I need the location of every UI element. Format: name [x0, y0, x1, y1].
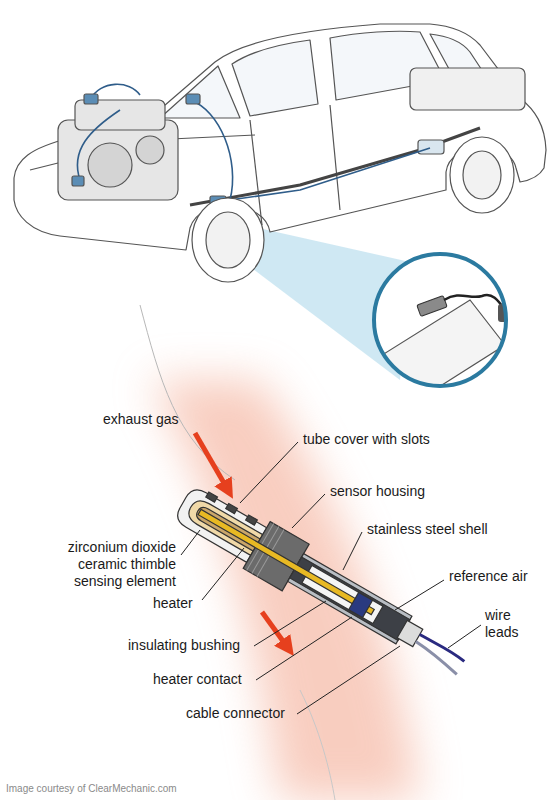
oxygen-sensor-cutaway [170, 479, 477, 687]
part-label: heater [153, 595, 193, 612]
watermark: Image courtesy of ClearMechanic.com [6, 782, 177, 795]
part-label: stainless steel shell [367, 521, 488, 538]
pipe-outline [140, 305, 235, 480]
magnifier-ring [374, 254, 506, 386]
part-label: heater contact [153, 671, 242, 688]
flow-arrow [195, 433, 228, 490]
part-label: sensor housing [330, 483, 425, 500]
car-drawing [14, 24, 546, 282]
part-label: insulating bushing [128, 637, 240, 654]
part-label: reference air [449, 568, 528, 585]
flow-arrow [262, 612, 288, 648]
flow-label: exhaust gas [103, 411, 179, 428]
part-label: tube cover with slots [303, 431, 430, 448]
part-label: wire leads [485, 607, 537, 641]
part-label: zirconium dioxide ceramic thimble sensin… [46, 539, 176, 590]
part-label: cable connector [186, 705, 285, 722]
magnified-sensor [347, 295, 510, 423]
pipe-outline [300, 690, 335, 800]
